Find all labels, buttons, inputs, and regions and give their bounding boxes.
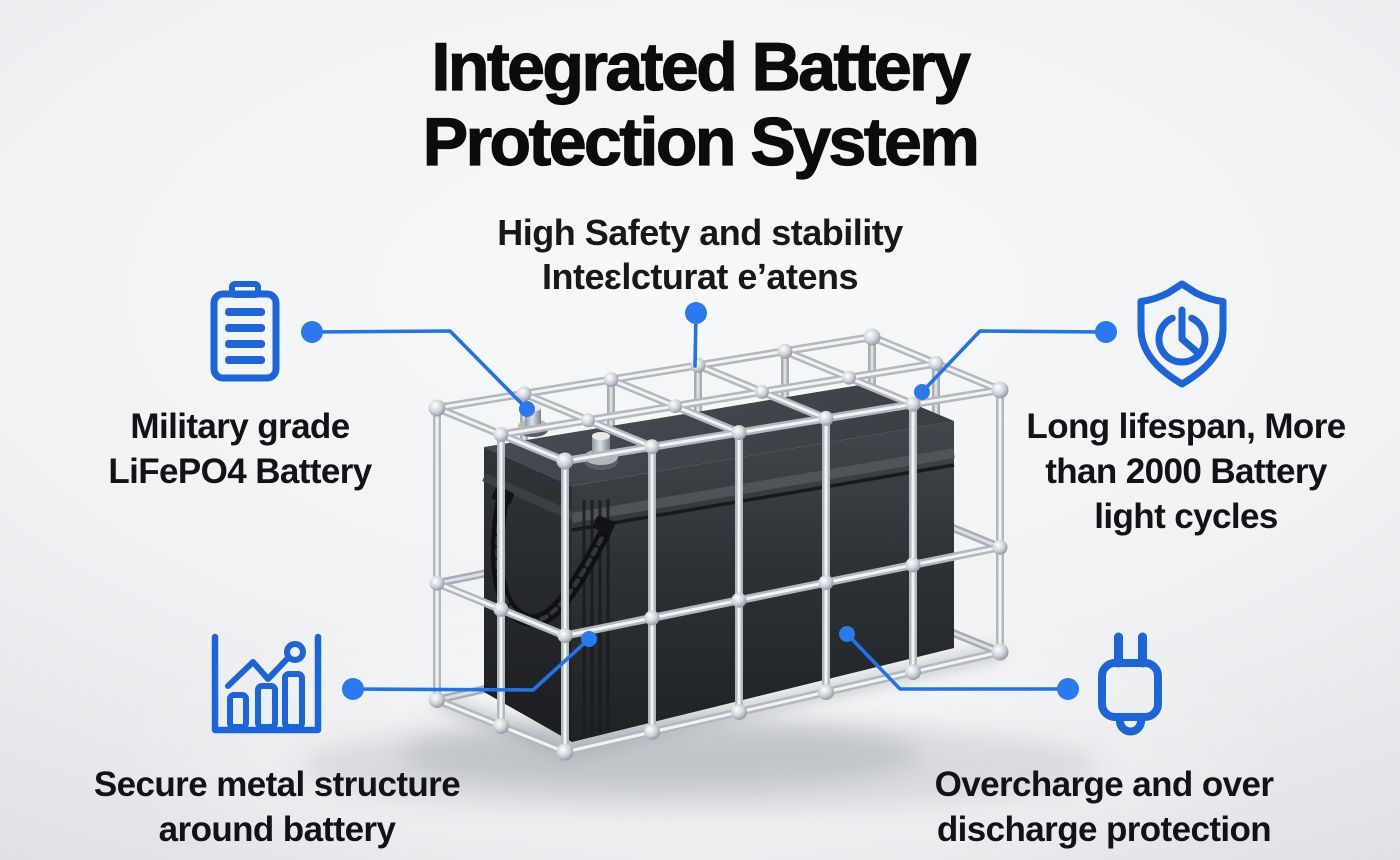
shield-power-icon (1137, 280, 1227, 388)
title-line-2: Protection System (422, 104, 980, 180)
caption-line: around battery (158, 810, 396, 849)
feature-lifespan-caption: Long lifespan, More than 2000 Battery li… (1026, 404, 1346, 539)
subtitle: High Safety and stability Inteɛlcturat e… (497, 211, 903, 299)
plug-icon (1098, 632, 1162, 736)
caption-line: light cycles (1094, 497, 1278, 536)
caption-line: discharge protection (936, 810, 1272, 849)
subtitle-line-2: Inteɛlcturat eʼatens (541, 256, 858, 297)
subtitle-line-1: High Safety and stability (497, 212, 903, 253)
caption-line: Secure metal structure (93, 765, 461, 804)
page-title: Integrated Battery Protection System (0, 29, 1400, 180)
battery-icon (210, 281, 280, 382)
caption-line: than 2000 Battery (1045, 452, 1327, 491)
feature-military-caption: Military grade LiFePO4 Battery (108, 404, 372, 494)
caption-line: Long lifespan, More (1026, 407, 1346, 446)
caption-line: Overcharge and over (934, 765, 1274, 804)
bar-chart-icon (211, 633, 322, 734)
caption-line: LiFePO4 Battery (108, 452, 372, 491)
title-line-1: Integrated Battery (431, 29, 972, 105)
caption-line: Military grade (130, 407, 350, 446)
feature-protection-caption: Overcharge and over discharge protection (935, 762, 1274, 852)
feature-structure-caption: Secure metal structure around battery (93, 762, 461, 852)
